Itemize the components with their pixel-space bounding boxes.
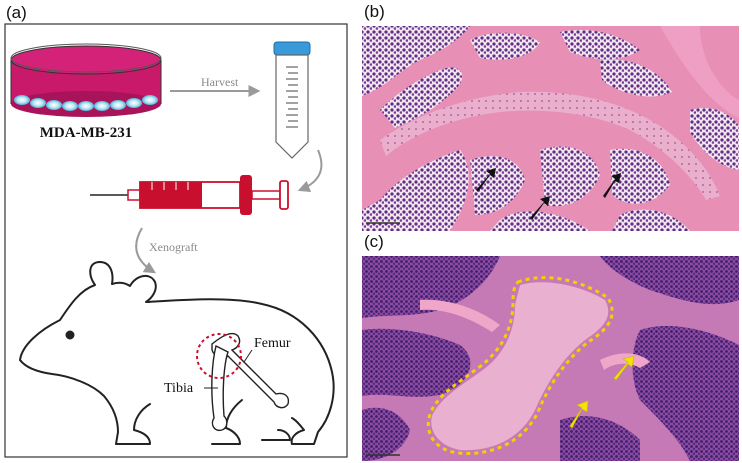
harvest-label: Harvest [201,75,239,89]
yellow-arrow-icon [569,355,635,429]
tibia-label: Tibia [164,381,194,396]
panel-c-histology [362,256,739,461]
panel-label-b: (b) [364,2,385,21]
centrifuge-tube-icon [273,41,311,159]
cells-icon [14,95,158,111]
femur-leader-line [243,349,253,363]
curved-arrow-icon [297,149,323,193]
panel-label-c: (c) [364,232,384,251]
xenograft-arrow-icon [135,227,157,274]
panel-a: MDA-MB-231 Harvest [4,23,348,458]
petri-dish-icon [10,43,162,117]
femur-label: Femur [254,336,291,351]
injection-site-circle [196,333,242,379]
femur-tibia-icon [211,332,290,432]
syringe-icon [90,175,289,215]
cell-line-label: MDA-MB-231 [40,125,132,141]
panel-label-a: (a) [6,3,27,22]
panel-b-histology [362,26,739,231]
xenograft-label: Xenograft [149,240,198,254]
black-arrow-icon [476,168,621,220]
